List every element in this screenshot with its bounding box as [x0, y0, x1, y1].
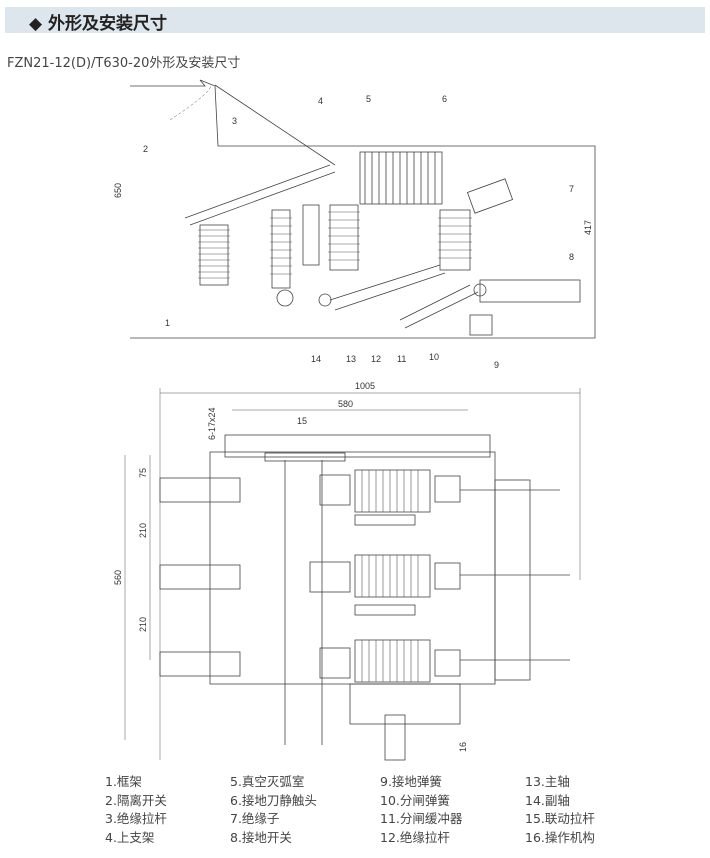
part-label: 7 [569, 184, 574, 194]
legend-item: 13.主轴 [525, 774, 570, 789]
dim-75: 75 [138, 468, 148, 478]
part-label: 10 [429, 352, 439, 362]
part-label: 3 [232, 116, 237, 126]
dim-580: 580 [338, 399, 353, 409]
legend-item: 4.上支架 [105, 829, 155, 845]
dim-1005: 1005 [355, 381, 375, 391]
legend-item: 9.接地弹簧 [380, 774, 442, 789]
legend-item: 15.联动拉杆 [525, 811, 595, 826]
part-label: 2 [143, 144, 148, 154]
part-label: 9 [494, 360, 499, 370]
legend-item: 8.接地开关 [230, 829, 292, 845]
legend-item: 2.隔离开关 [105, 792, 167, 808]
part-label: 1 [165, 318, 170, 328]
legend-item: 16.操作机构 [525, 829, 595, 845]
drawing-subtitle: FZN21-12(D)/T630-20外形及安装尺寸 [7, 56, 241, 71]
part-label: 11 [397, 354, 406, 364]
dim-holes: 6-17x24 [207, 407, 217, 440]
section-header: ◆ 外形及安装尺寸 [5, 7, 705, 34]
technical-drawing: 650 417 1 2 3 4 5 6 7 8 9 10 11 12 13 14… [113, 79, 596, 761]
part-label: 5 [366, 94, 371, 104]
part-label: 15 [297, 416, 307, 426]
legend-column-4: 13.主轴 14.副轴 15.联动拉杆 16.操作机构 [525, 773, 595, 847]
dim-560: 560 [113, 570, 123, 585]
legend-item: 3.绝缘拉杆 [105, 811, 167, 826]
part-label: 4 [318, 96, 323, 106]
part-label: 6 [442, 94, 447, 104]
part-label: 8 [569, 252, 574, 262]
dim-417: 417 [583, 220, 593, 235]
legend-item: 1.框架 [105, 774, 142, 789]
legend-item: 10.分闸弹簧 [380, 792, 450, 808]
legend-item: 6.接地刀静触头 [230, 792, 317, 808]
legend-item: 12.绝缘拉杆 [380, 829, 450, 845]
legend-column-1: 1.框架 2.隔离开关 3.绝缘拉杆 4.上支架 [105, 773, 167, 847]
phase-a [159, 469, 560, 513]
side-view-drawing: 650 417 1 2 3 4 5 6 7 8 9 10 11 12 13 14 [113, 79, 596, 370]
legend-column-2: 5.真空灭弧室 6.接地刀静触头 7.绝缘子 8.接地开关 [230, 773, 317, 847]
legend-item: 7.绝缘子 [230, 811, 280, 826]
phase-c [159, 639, 570, 683]
part-label: 13 [346, 354, 356, 364]
dim-650: 650 [113, 183, 123, 198]
plan-view-drawing: 1005 580 6-17x24 15 560 75 210 210 16 [113, 381, 581, 761]
legend-column-3: 9.接地弹簧 10.分闸弹簧 11.分闸缓冲器 12.绝缘拉杆 [380, 773, 462, 847]
section-title: ◆ 外形及安装尺寸 [29, 14, 167, 34]
dim-210a: 210 [138, 523, 148, 538]
legend-item: 5.真空灭弧室 [230, 774, 305, 789]
dim-210b: 210 [138, 617, 148, 632]
part-label: 14 [311, 354, 321, 364]
part-label: 12 [371, 354, 381, 364]
legend-item: 11.分闸缓冲器 [380, 811, 463, 826]
legend-item: 14.副轴 [525, 792, 570, 808]
part-label: 16 [458, 742, 468, 752]
phase-b [159, 554, 570, 598]
